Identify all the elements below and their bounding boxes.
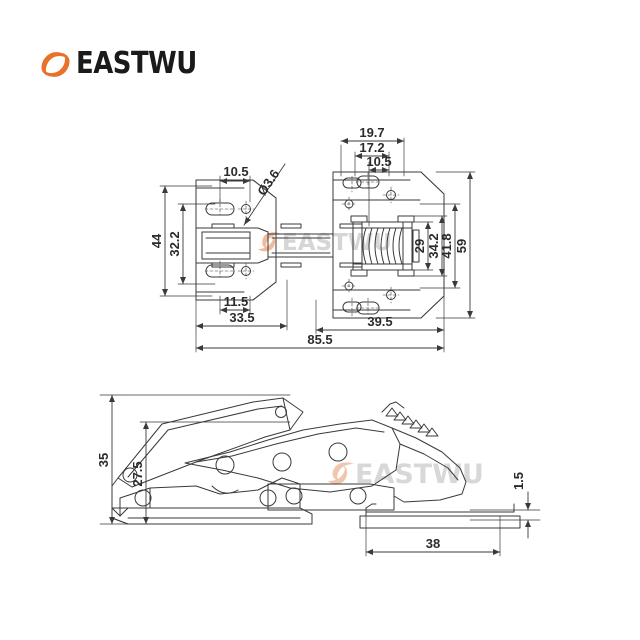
dim-35: 35 — [96, 453, 111, 467]
dim-32-2: 32.2 — [167, 231, 182, 256]
dim-85-5: 85.5 — [307, 332, 332, 347]
dim-29: 29 — [412, 239, 427, 253]
slot-hole — [342, 175, 362, 193]
dim-1-5: 1.5 — [511, 472, 526, 490]
round-hole — [237, 200, 255, 218]
dim-11-5: 11.5 — [224, 294, 249, 309]
top-view-guide-lines — [252, 171, 445, 319]
slot-hole — [342, 297, 362, 317]
dim-17-2: 17.2 — [359, 140, 384, 155]
round-hole — [382, 186, 400, 204]
dim-group-side-left: 35 27.5 — [96, 394, 291, 525]
side-view-body — [111, 397, 521, 529]
brand-logo: EASTWU — [40, 46, 202, 82]
dim-group-right-vertical: 29 34.2 41.8 — [409, 171, 476, 319]
dim-group-side-right: 1.5 — [469, 472, 541, 539]
dim-10-5-left: 10.5 — [223, 164, 248, 179]
round-hole — [237, 262, 255, 280]
dim-group-side-bottom: 38 — [365, 515, 501, 557]
dim-group-bottom-chain: 11.5 33.5 39.5 — [195, 279, 445, 353]
dim-19-7: 19.7 — [359, 125, 384, 140]
dim-34-2: 34.2 — [426, 233, 441, 258]
round-hole — [341, 196, 357, 212]
dim-dia-3-6: Ø3.6 — [254, 167, 282, 199]
dim-59: 59 — [454, 239, 469, 253]
dim-33-5: 33.5 — [229, 310, 254, 325]
brand-logo-text: EASTWU — [76, 46, 197, 81]
dim-38: 38 — [426, 536, 440, 551]
dim-group-top-chain: 19.7 17.2 10.5 — [340, 125, 405, 227]
slot-hole — [355, 297, 381, 315]
round-hole — [341, 278, 357, 294]
dim-41-8: 41.8 — [439, 233, 454, 258]
dim-group-left-vertical: 44 32.2 — [149, 185, 216, 297]
dim-group-upper-left: 10.5 Ø3.6 — [219, 163, 286, 226]
dim-10-5-right: 10.5 — [366, 154, 391, 169]
top-view-spring-assembly — [350, 215, 420, 277]
dim-39-5: 39.5 — [367, 314, 392, 329]
dim-27-5: 27.5 — [130, 461, 145, 486]
round-hole — [382, 286, 400, 304]
top-view-arm — [195, 223, 363, 268]
slot-hole — [355, 171, 381, 189]
watermark-bottom: EASTWU — [328, 459, 484, 490]
dim-44: 44 — [149, 233, 164, 248]
lens-eye-icon — [41, 51, 70, 77]
